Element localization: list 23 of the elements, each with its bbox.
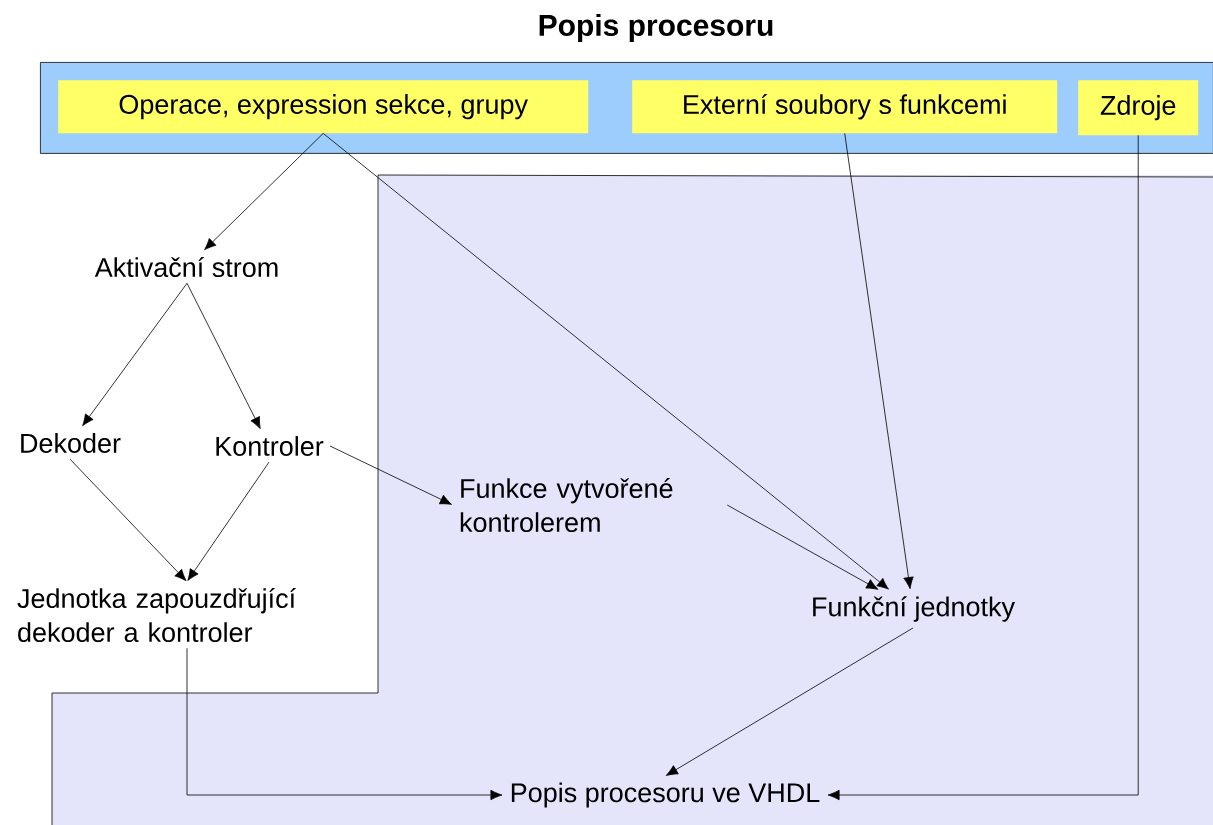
arrow	[844, 133, 914, 589]
arrow	[827, 135, 1139, 801]
arrow	[204, 133, 324, 251]
label-box: Zdroje	[1078, 80, 1199, 136]
title: Popis procesoru	[539, 14, 773, 42]
node-label: Popis procesoru ve VHDL	[511, 782, 820, 808]
arrow	[186, 282, 261, 429]
arrow	[187, 461, 270, 581]
node-label: Kontroler	[216, 436, 324, 456]
node-label: Funkční jednotky	[813, 596, 1015, 622]
arrow	[329, 445, 452, 505]
node-label: Dekoder	[21, 433, 121, 453]
arrow	[82, 282, 188, 427]
arrow	[665, 627, 914, 776]
arrow	[69, 458, 187, 582]
node-label: Aktivační strom	[94, 256, 278, 278]
arrow	[726, 504, 879, 590]
node-label: Jednotka zapouzdřující dekoder a kontroler	[17, 587, 296, 643]
arrow	[186, 647, 503, 801]
label-box: Externí soubory s funkcemi	[632, 80, 1058, 134]
label-box: Operace, expression sekce, grupy	[58, 80, 589, 134]
arrow	[322, 133, 889, 590]
node-label: Funkce vytvořené kontrolerem	[460, 477, 673, 533]
